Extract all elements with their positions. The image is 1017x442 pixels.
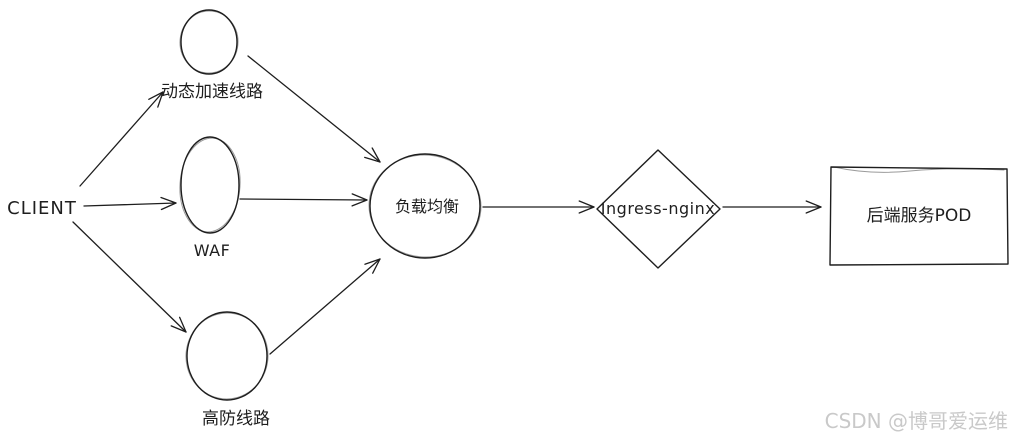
arrow-client-to-dynamic-line: [79, 91, 164, 187]
node-ingress-nginx-shape: [596, 149, 721, 269]
node-ingress-nginx-label: Ingress-nginx: [601, 199, 715, 218]
arrow-load-balancer-to-ingress: [482, 200, 595, 214]
node-load-balancer-shape: [368, 153, 482, 259]
node-high-defense-line-label: 高防线路: [202, 409, 270, 429]
csdn-watermark: CSDN @博哥爱运维: [825, 409, 1008, 433]
node-waf-label: WAF: [194, 241, 231, 260]
arrow-client-to-waf: [83, 196, 177, 211]
node-waf-shape: [179, 136, 241, 234]
node-load-balancer-label: 负载均衡: [395, 197, 459, 216]
node-dynamic-acceleration-line-label: 动态加速线路: [161, 82, 263, 102]
node-client-label: CLIENT: [7, 198, 77, 219]
node-dynamic-acceleration-line-shape: [179, 9, 239, 75]
arrow-dynamic-line-to-load-balancer: [247, 55, 381, 163]
node-backend-service-pod-label: 后端服务POD: [867, 206, 972, 226]
arrow-ingress-to-backend-pod: [722, 200, 822, 214]
arrow-waf-to-load-balancer: [239, 193, 368, 207]
node-high-defense-line-shape: [185, 311, 269, 401]
arrow-high-defense-line-to-load-balancer: [269, 258, 381, 355]
arrow-client-to-high-defense-line: [72, 221, 187, 333]
node-backend-service-pod-shape: [829, 166, 1009, 266]
